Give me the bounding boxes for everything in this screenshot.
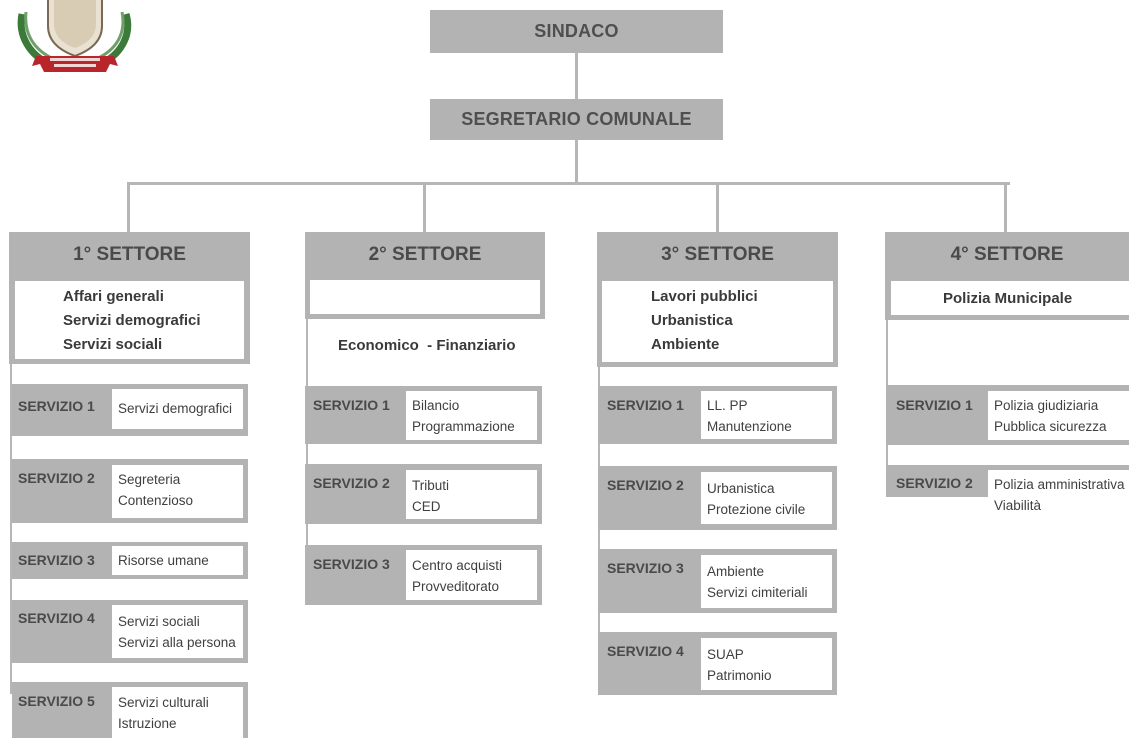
service-box: Polizia giudiziaria Pubblica sicurezza [988, 391, 1129, 440]
service-item: Polizia amministrativa [994, 477, 1125, 492]
service-label: SERVIZIO 3 [313, 556, 390, 572]
service-item: Centro acquisti [412, 558, 503, 573]
service-box: Polizia amministrativa Viabilità [988, 470, 1129, 526]
connector-sector-3 [716, 182, 719, 232]
service-box: Centro acquisti Provveditorato [406, 550, 537, 600]
sindaco-box: SINDACO [430, 10, 723, 53]
service-label: SERVIZIO 1 [896, 397, 973, 413]
service-item: Risorse umane [118, 553, 209, 568]
service-label: SERVIZIO 1 [607, 397, 684, 413]
connector-sector-4 [1004, 182, 1007, 232]
connector-sector-1 [127, 182, 130, 232]
service-label: SERVIZIO 5 [18, 693, 95, 709]
service-box: Bilancio Programmazione [406, 391, 537, 440]
sector-1-title: 1° SETTORE [9, 232, 250, 278]
connector-segretario-bus [575, 140, 578, 184]
service-label: SERVIZIO 1 [313, 397, 390, 413]
service-item: Servizi cimiteriali [707, 585, 808, 600]
sector-4-description: Polizia Municipale [891, 281, 1129, 315]
service-item: Urbanistica [707, 481, 775, 496]
service-item: Programmazione [412, 419, 515, 434]
service-item: Manutenzione [707, 419, 792, 434]
sector-2-desc-line: Economico - Finanziario [338, 337, 516, 354]
sector-1-title-text: 1° SETTORE [73, 244, 186, 265]
service-item: Servizi demografici [118, 401, 233, 416]
service-label: SERVIZIO 2 [313, 475, 390, 491]
sector-1-desc-line: Affari generali [63, 288, 164, 305]
sector-2-service-line [306, 319, 308, 579]
sector-2-description: Economico - Finanziario [310, 280, 540, 354]
sindaco-label: SINDACO [534, 21, 619, 41]
service-box: LL. PP Manutenzione [701, 391, 832, 439]
service-item: Viabilità [994, 498, 1042, 513]
service-box: Tributi CED [406, 470, 537, 519]
sector-3-title-text: 3° SETTORE [661, 244, 774, 265]
service-box: Urbanistica Protezione civile [701, 472, 832, 524]
service-label: SERVIZIO 1 [18, 398, 95, 414]
service-item: Contenzioso [118, 493, 194, 508]
service-box: Risorse umane [112, 546, 243, 575]
service-item: SUAP [707, 647, 744, 662]
service-box: Ambiente Servizi cimiteriali [701, 555, 832, 608]
service-label: SERVIZIO 3 [18, 552, 95, 568]
service-item: Istruzione [118, 716, 177, 731]
service-item: Servizi sociali [118, 614, 200, 629]
service-item: Pubblica sicurezza [994, 419, 1107, 434]
service-box: Servizi culturali Istruzione [112, 687, 243, 738]
sector-2-title: 2° SETTORE [305, 232, 545, 278]
service-label: SERVIZIO 4 [18, 610, 95, 626]
service-box: SUAP Patrimonio [701, 638, 832, 690]
sector-1-service-line [10, 364, 12, 694]
sector-bus-line [127, 182, 1010, 185]
service-item: Bilancio [412, 398, 460, 413]
service-item: Segreteria [118, 472, 181, 487]
service-item: Patrimonio [707, 668, 772, 683]
service-item: CED [412, 499, 441, 514]
service-item: Protezione civile [707, 502, 806, 517]
service-item: Polizia giudiziaria [994, 398, 1099, 413]
service-item: LL. PP [707, 398, 748, 413]
service-item: Provveditorato [412, 579, 500, 594]
sector-1-desc-line: Servizi demografici [63, 312, 201, 329]
segretario-box: SEGRETARIO COMUNALE [430, 99, 723, 140]
sector-3-description: Lavori pubblici Urbanistica Ambiente [602, 281, 833, 362]
service-item: Servizi culturali [118, 695, 209, 710]
service-label: SERVIZIO 2 [607, 477, 684, 493]
sector-3-desc-line: Urbanistica [651, 312, 733, 329]
segretario-label: SEGRETARIO COMUNALE [461, 109, 692, 129]
service-box: Servizi demografici [112, 389, 243, 429]
service-label: SERVIZIO 3 [607, 560, 684, 576]
service-label: SERVIZIO 4 [607, 643, 684, 659]
service-item: Ambiente [707, 564, 765, 579]
service-item: Servizi alla persona [118, 635, 236, 650]
sector-4-title-text: 4° SETTORE [950, 244, 1064, 265]
sector-1-description: Affari generali Servizi demografici Serv… [15, 281, 244, 359]
municipal-crest-logo [17, 0, 132, 72]
sector-3-desc-line: Lavori pubblici [651, 288, 758, 305]
connector-sector-2 [423, 182, 426, 232]
service-box: Servizi sociali Servizi alla persona [112, 605, 243, 658]
sector-4-desc-line: Polizia Municipale [943, 290, 1073, 307]
sector-4-title: 4° SETTORE [885, 232, 1129, 278]
sector-3-title: 3° SETTORE [597, 232, 838, 278]
sector-2-title-text: 2° SETTORE [368, 244, 482, 265]
connector-sindaco-segretario [575, 53, 578, 99]
service-box: Segreteria Contenzioso [112, 465, 243, 518]
service-label: SERVIZIO 2 [18, 470, 95, 486]
service-item: Tributi [412, 478, 450, 493]
sector-3-desc-line: Ambiente [651, 336, 720, 353]
service-label: SERVIZIO 2 [896, 475, 973, 491]
sector-1-desc-line: Servizi sociali [63, 336, 163, 353]
